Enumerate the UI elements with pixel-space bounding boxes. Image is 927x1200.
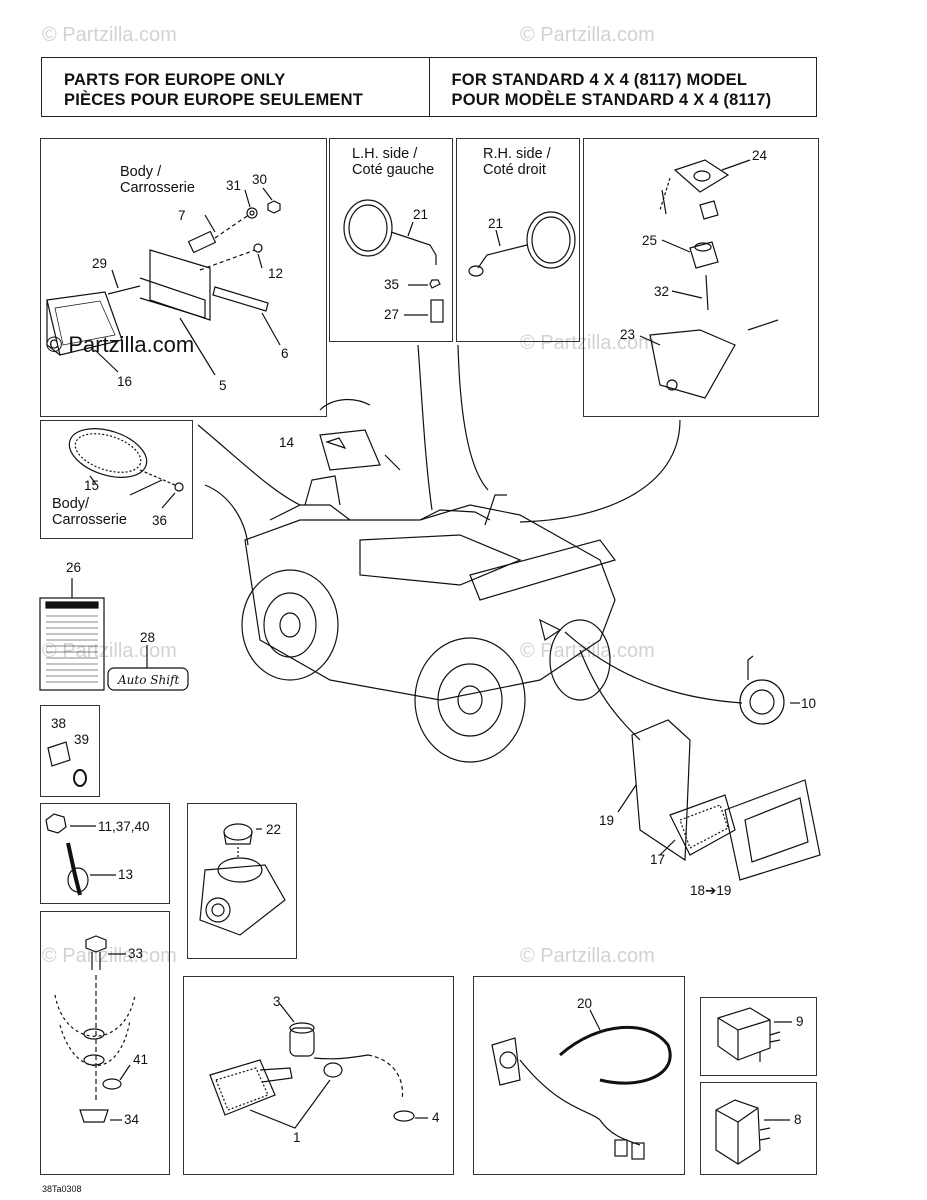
box-tail-light: [40, 138, 327, 417]
header-right-line1: FOR STANDARD 4 X 4 (8117) MODEL: [451, 71, 748, 89]
caption-body-fr: Carrosserie: [120, 180, 195, 196]
part-label-15: 15: [84, 478, 100, 493]
headlight-drawing: [617, 719, 821, 881]
part-label-24: 24: [752, 148, 768, 163]
part-label-31: 31: [226, 178, 242, 193]
watermark: © Partzilla.com: [42, 945, 177, 967]
part-label-5: 5: [219, 378, 227, 393]
watermark: © Partzilla.com: [42, 640, 177, 662]
part-label-21-lh: 21: [413, 207, 429, 222]
caption-body-en-2: Body/: [52, 496, 90, 512]
caption-body-fr-2: Carrosserie: [52, 512, 127, 528]
part-label-29: 29: [92, 256, 108, 271]
mirror-lh-drawing: [343, 199, 444, 323]
part-label-17: 17: [650, 852, 666, 867]
box-relay-8: [700, 1082, 817, 1175]
box-carburetor: [187, 803, 297, 959]
reflector-drawing: [68, 428, 184, 509]
box-harness: [473, 976, 685, 1175]
carburetor-drawing: [199, 823, 286, 936]
part-label-32: 32: [654, 284, 670, 299]
header-right-line2: POUR MODÈLE STANDARD 4 X 4 (8117): [451, 91, 772, 109]
part-label-11-37-40: 11,37,40: [98, 819, 150, 834]
relay-8-drawing: [715, 1099, 790, 1165]
header-table: PARTS FOR EUROPE ONLY PIÈCES POUR EUROPE…: [41, 57, 817, 117]
part-label-39: 39: [74, 732, 90, 747]
header-right: FOR STANDARD 4 X 4 (8117) MODEL POUR MOD…: [428, 58, 817, 116]
atv-drawing: [197, 344, 743, 763]
caption-rh-side-en: R.H. side /: [483, 146, 551, 162]
part-label-35: 35: [384, 277, 400, 292]
caption-lh-side-fr: Coté gauche: [352, 162, 435, 178]
horn-drawing: [739, 655, 800, 725]
caption-rh-side-fr: Coté droit: [483, 162, 546, 178]
box-bolt-stack: [40, 911, 170, 1175]
part-label-3: 3: [273, 994, 281, 1009]
grommet-drawing: [47, 741, 87, 787]
part-label-9: 9: [796, 1014, 804, 1029]
relay-9-drawing: [717, 1007, 792, 1062]
part-label-7: 7: [178, 208, 186, 223]
part-label-19: 19: [599, 813, 615, 828]
part-label-8: 8: [794, 1112, 802, 1127]
part-label-6: 6: [281, 346, 289, 361]
decal-text: Auto Shift: [118, 673, 180, 687]
part-label-18-19: 18➔19: [690, 883, 732, 898]
watermark: © Partzilla.com: [520, 945, 655, 967]
box-relay-9: [700, 997, 817, 1076]
warning-decal-drawing: [39, 578, 189, 691]
box-mirror-rh: [456, 138, 580, 342]
drawing-id: 38Ta0308: [42, 1184, 82, 1194]
part-label-10: 10: [801, 696, 817, 711]
part-label-20: 20: [577, 996, 593, 1011]
watermark: © Partzilla.com: [520, 24, 655, 46]
box-mirror-lh: [329, 138, 453, 342]
caption-lh-side-en: L.H. side /: [352, 146, 418, 162]
part-label-22: 22: [266, 822, 282, 837]
part-label-16: 16: [117, 374, 133, 389]
part-label-12: 12: [268, 266, 284, 281]
part-label-27: 27: [384, 307, 400, 322]
part-label-36: 36: [152, 513, 168, 528]
part-label-33: 33: [128, 946, 144, 961]
box-ignition: [583, 138, 819, 417]
part-label-4: 4: [432, 1110, 440, 1125]
box-reflector: [40, 420, 193, 539]
part-label-30: 30: [252, 172, 268, 187]
header-left: PARTS FOR EUROPE ONLY PIÈCES POUR EUROPE…: [42, 58, 429, 116]
tail-light-drawing: [46, 187, 281, 376]
part-label-13: 13: [118, 867, 134, 882]
part-label-28: 28: [140, 630, 156, 645]
bolt-stack-drawing: [54, 935, 136, 1123]
header-left-line1: PARTS FOR EUROPE ONLY: [64, 71, 286, 89]
turn-signal-drawing: [209, 1003, 428, 1129]
part-label-25: 25: [642, 233, 658, 248]
header-left-line2: PIÈCES POUR EUROPE SEULEMENT: [64, 91, 363, 109]
part-label-1: 1: [293, 1130, 301, 1145]
ignition-drawing: [639, 159, 779, 399]
harness-drawing: [491, 1009, 672, 1160]
part-label-38: 38: [51, 716, 67, 731]
part-label-41: 41: [133, 1052, 149, 1067]
box-nut-tie: [40, 803, 170, 904]
box-turn-signal: [183, 976, 454, 1175]
box-grommet: [40, 705, 100, 797]
caption-body-en: Body /: [120, 164, 162, 180]
nut-tie-drawing: [45, 813, 116, 896]
part-label-26: 26: [66, 560, 82, 575]
watermark: © Partzilla.com: [520, 332, 655, 354]
watermark-strong: © Partzilla.com: [46, 332, 195, 357]
part-label-34: 34: [124, 1112, 140, 1127]
watermark: © Partzilla.com: [520, 640, 655, 662]
mirror-rh-drawing: [468, 211, 576, 277]
part-label-21-rh: 21: [488, 216, 504, 231]
watermark: © Partzilla.com: [42, 24, 177, 46]
part-label-14: 14: [279, 435, 295, 450]
part-label-23: 23: [620, 327, 636, 342]
